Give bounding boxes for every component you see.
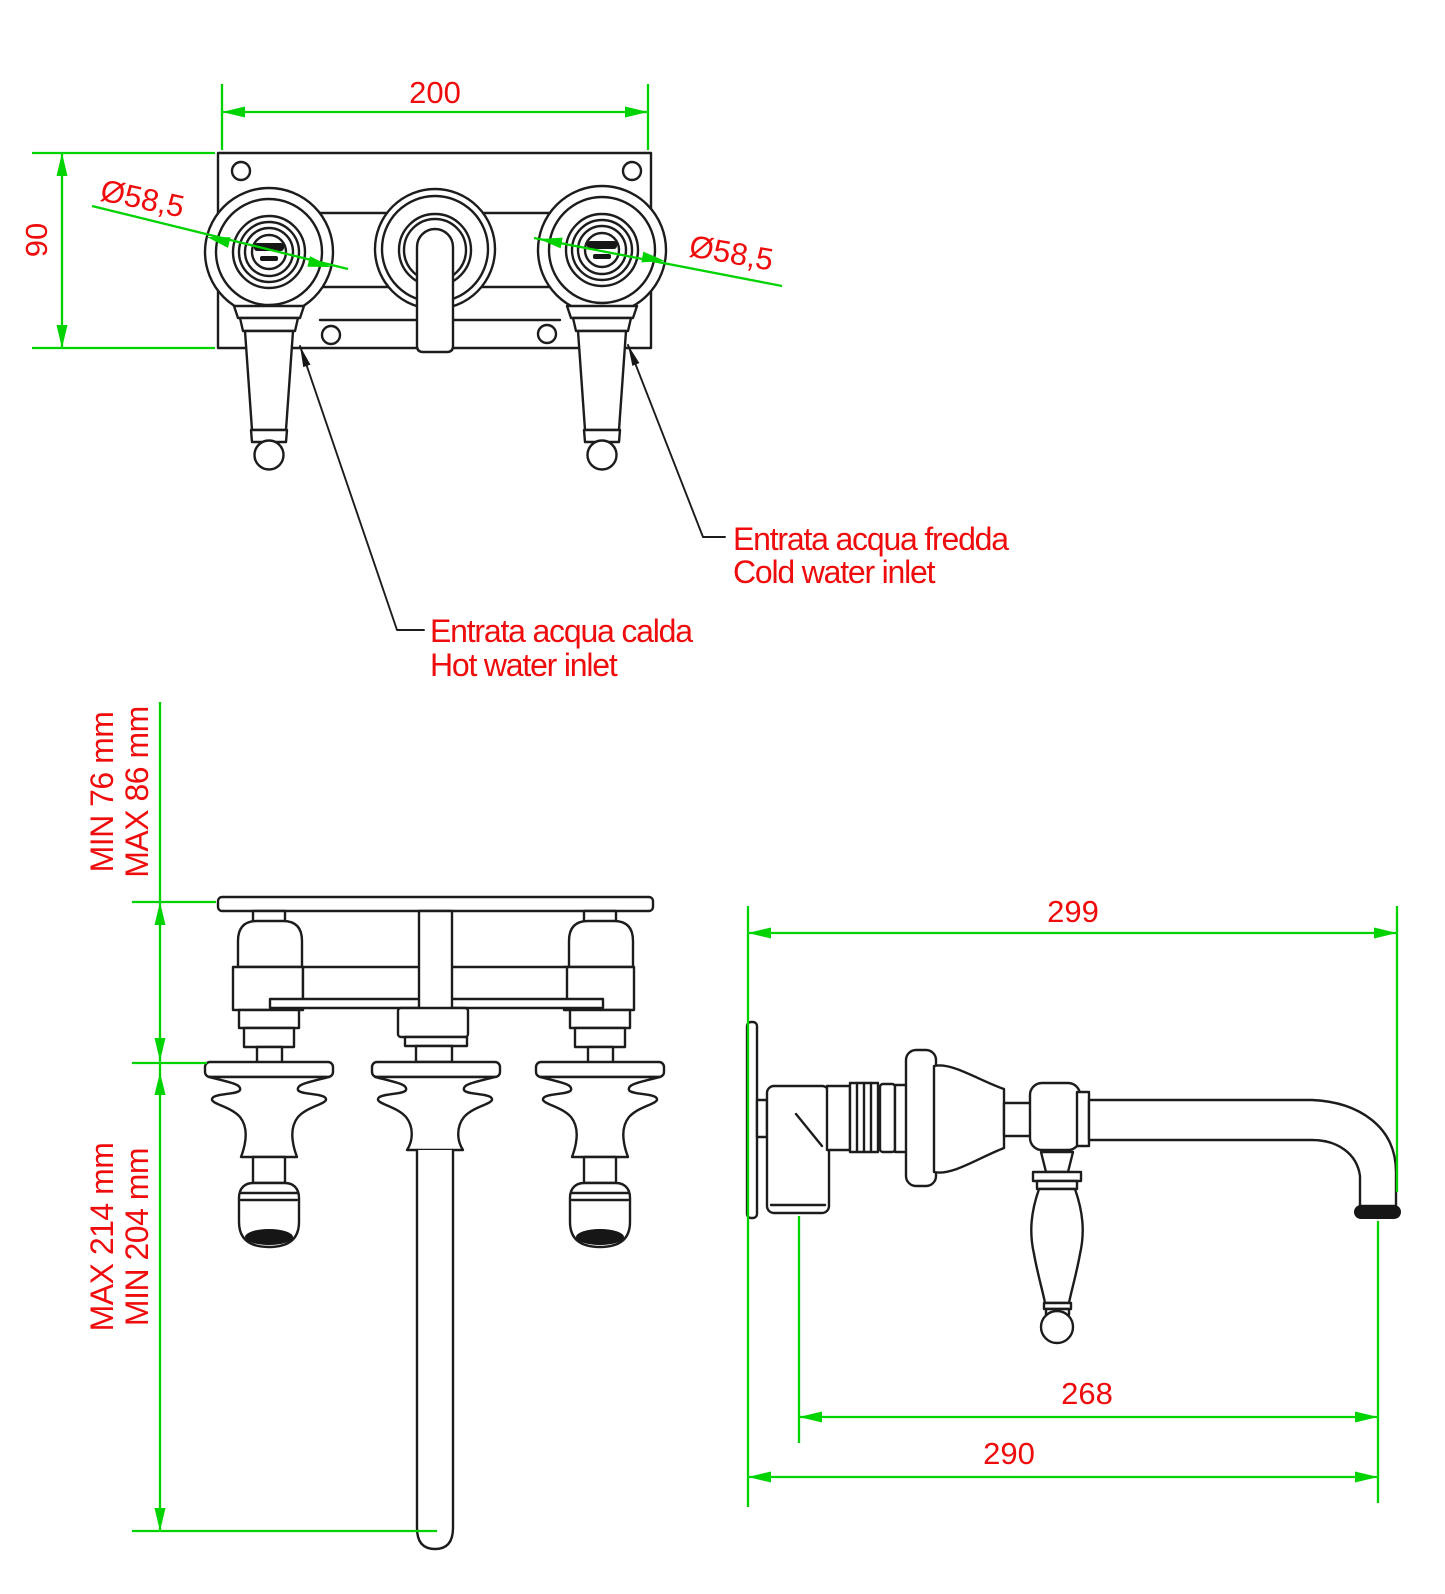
spout-outlet-lip [1354,1205,1401,1219]
overall-projection-dim: 299 [1047,894,1099,929]
drop-max-dim: MAX 214 mm [84,1143,120,1332]
left-valve-body [231,909,305,1065]
cartridge-neck [1002,1101,1033,1138]
lever-ball-side [1039,1309,1075,1345]
hot-inlet-leader-line [299,345,425,631]
right-lever-handle [565,304,639,471]
front-view: Entrata acqua fredda Cold water inlet En… [203,151,1010,683]
left-handle-rosette [203,186,335,318]
cold-inlet-label-it: Entrata acqua fredda [733,521,1009,557]
side-view [745,1020,1401,1345]
plate-width-dim: 200 [409,75,461,110]
cold-inlet-label-en: Cold water inlet [733,554,936,590]
spout-side-profile [1087,1098,1398,1208]
spout-stem [414,1044,454,1064]
side-view-dimensions: 299 268 290 [746,894,1399,1507]
collar-flange [878,1082,897,1154]
valve-extension [825,1084,852,1152]
spout-band [403,1035,469,1048]
handle-hub [1028,1081,1082,1152]
lever-grip-side [1030,1187,1084,1305]
wall-depth-max-dim: MAX 86 mm [119,706,155,878]
plate-height-dim: 90 [19,223,54,257]
spout-block [396,1006,470,1039]
screw-hole-top-right [621,160,643,182]
hot-inlet-label-en: Hot water inlet [430,647,618,683]
screw-hole-bottom-left [320,324,342,346]
lever-neck-side [1039,1150,1075,1174]
outlet-projection-dim: 290 [983,1436,1035,1471]
right-escutcheon-handle [534,1060,666,1249]
installation-view [203,895,666,1551]
hot-inlet-label-it: Entrata acqua calda [430,613,693,649]
bell-escutcheon-flange [904,1048,938,1188]
cold-inlet-leader-line [627,344,726,538]
hub-ring [1075,1090,1091,1148]
bell-escutcheon-taper [932,1064,1006,1174]
spout-drop-tube [415,1148,455,1551]
installation-view-dimensions: MIN 76 mm MAX 86 mm MAX 214 mm MIN 204 m… [84,702,437,1533]
left-lever-handle [232,304,306,471]
wall-depth-min-dim: MIN 76 mm [84,712,120,873]
spout-projection-dim: 268 [1061,1376,1113,1411]
screw-hole-top-left [230,160,252,182]
wall-plate-edge [216,895,655,913]
drop-min-dim: MIN 204 mm [119,1148,155,1326]
screw-hole-bottom-right [536,323,558,345]
valve-body-chamfer [794,1112,824,1148]
wall-stub [755,1098,769,1139]
right-valve-body [562,909,636,1065]
spout-neck [417,909,454,1012]
left-escutcheon-handle [203,1060,335,1249]
inwall-valve-body [765,1084,831,1215]
spout-tube-front [415,227,455,354]
spout-escutcheon-trumpet [373,1075,497,1152]
left-diameter-dim: Ø58,5 [98,173,188,225]
spout-escutcheon-flange [370,1060,502,1079]
